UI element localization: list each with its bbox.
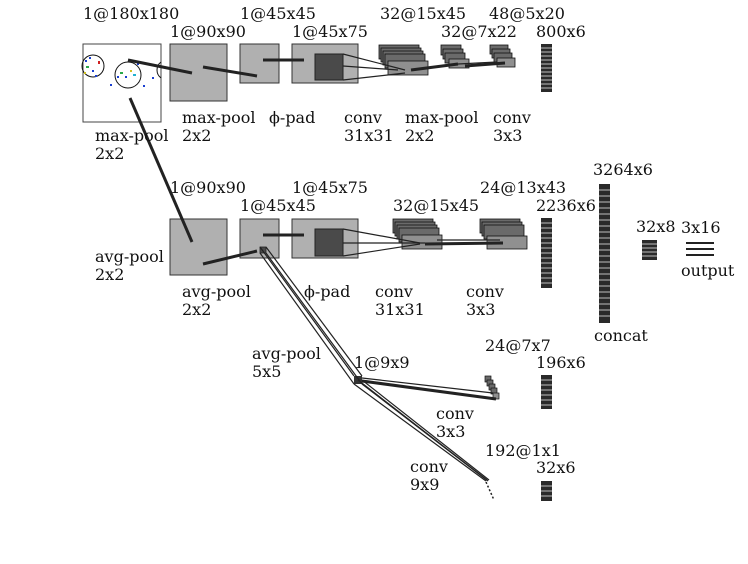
row3-conv-a-label: conv: [436, 404, 474, 423]
row1-conv2-label: conv: [493, 108, 531, 127]
output-label: output: [681, 261, 735, 280]
row3-conv-a-size: 3x3: [436, 422, 465, 441]
row1-kernel-block: [314, 53, 344, 81]
row2-pool1-block: [169, 218, 228, 276]
row1-conv1-label: conv: [344, 108, 382, 127]
row1-pool1-dim: 1@90x90: [170, 22, 246, 41]
row1-edges: [127, 53, 506, 81]
row2-pad-block: [239, 218, 280, 259]
concat-label: concat: [594, 326, 648, 345]
row2-pool1-dim: 1@90x90: [170, 178, 246, 197]
row1-pool1-label: max-pool: [182, 108, 255, 127]
row2-conv1-label: conv: [375, 282, 413, 301]
row3-edges: [259, 246, 497, 501]
row1-input-pool-label: max-pool: [95, 126, 168, 145]
row1-pool1-block: [169, 43, 228, 102]
row2-input-pool-size: 2x2: [95, 265, 124, 284]
row2-conv1-size: 31x31: [375, 300, 425, 319]
row2-conv-input-dim: 1@45x75: [292, 178, 368, 197]
row2-conv2-label: conv: [466, 282, 504, 301]
row2-pool2-label: avg-pool: [182, 282, 251, 301]
row1-pad-dim: 1@45x45: [240, 4, 316, 23]
row3-conv-b-label: conv: [410, 457, 448, 476]
row1-conv2-stack: [489, 44, 516, 68]
row3-pad-kernel: [259, 246, 267, 254]
row2-kernel-block: [314, 228, 344, 257]
row1-pad-block: [239, 43, 280, 84]
output-dim: 3x16: [681, 218, 721, 237]
row1-pad-label: ϕ-pad: [269, 108, 315, 127]
row2-pad-dim: 1@45x45: [240, 196, 316, 215]
output-block: [686, 242, 714, 256]
row1-input-pool-size: 2x2: [95, 144, 124, 163]
fc-block: [642, 240, 657, 260]
row2-edges: [128, 97, 504, 266]
row2-conv2-size: 3x3: [466, 300, 495, 319]
row1-pool2-label: max-pool: [405, 108, 478, 127]
row1-pool1-size: 2x2: [182, 126, 211, 145]
input-image: [81, 43, 162, 123]
row2-conv2-stack: [479, 218, 528, 250]
row2-dense-dim: 2236x6: [536, 196, 596, 215]
row1-conv1-stack: [378, 44, 429, 76]
row2-pad-label: ϕ-pad: [304, 282, 350, 301]
row1-dense-dim: 800x6: [536, 22, 586, 41]
row3-pool-dim: 1@9x9: [354, 353, 410, 372]
row3-dense-a-block: [541, 375, 552, 409]
row2-conv1-dim: 32@15x45: [393, 196, 479, 215]
concat-block: [599, 184, 610, 323]
row3-conv-b-dim: 192@1x1: [485, 441, 561, 460]
row2-conv2-dim: 24@13x43: [480, 178, 566, 197]
row1-conv1-dim: 32@15x45: [380, 4, 466, 23]
row1-conv2-dim: 48@5x20: [489, 4, 565, 23]
row3-pool-label: avg-pool: [252, 344, 321, 363]
row1-conv-input-dim: 1@45x75: [292, 22, 368, 41]
row1-conv1-size: 31x31: [344, 126, 394, 145]
concat-dim: 3264x6: [593, 160, 653, 179]
row1-conv2-size: 3x3: [493, 126, 522, 145]
row3-conv-a-stack: [484, 375, 500, 400]
row2-pool2-size: 2x2: [182, 300, 211, 319]
row3-conv-b-size: 9x9: [410, 475, 439, 494]
row1-pool2-size: 2x2: [405, 126, 434, 145]
row3-conv-a-dim: 24@7x7: [485, 336, 551, 355]
row3-dense-b-dim: 32x6: [536, 458, 576, 477]
row1-pool2-dim: 32@7x22: [441, 22, 517, 41]
row3-pool-size: 5x5: [252, 362, 281, 381]
row2-input-pool-label: avg-pool: [95, 247, 164, 266]
row3-dense-a-dim: 196x6: [536, 353, 586, 372]
fc-dim: 32x8: [636, 217, 676, 236]
row1-input-dim: 1@180x180: [83, 4, 179, 23]
